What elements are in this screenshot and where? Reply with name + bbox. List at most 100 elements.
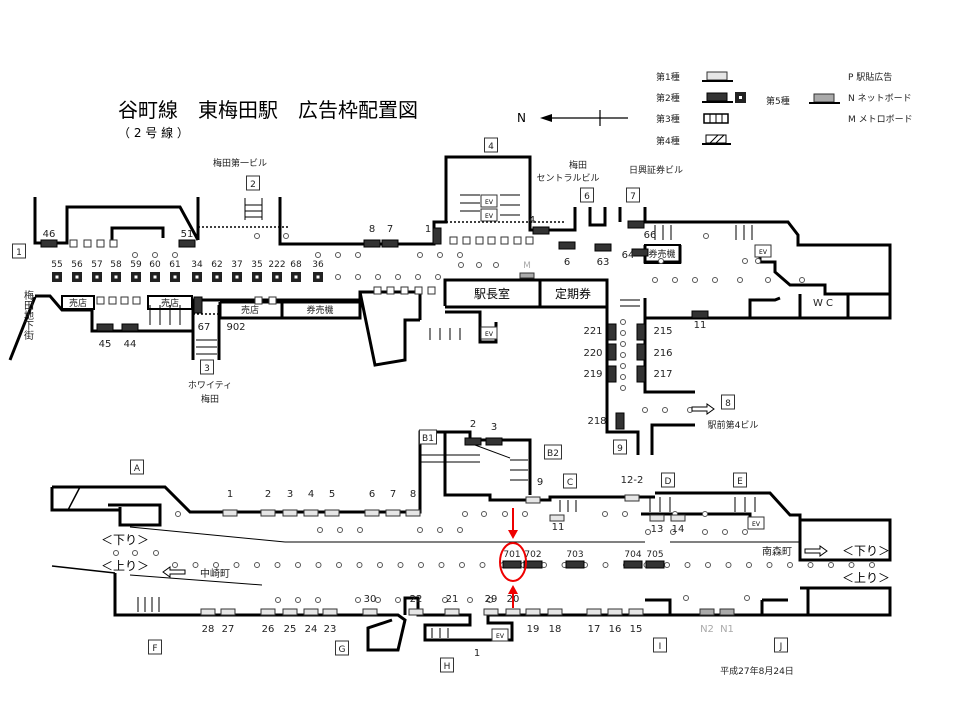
ad-slot-small[interactable] [449, 236, 458, 245]
ad-slot-18[interactable] [547, 608, 563, 616]
ad-slot-small[interactable] [462, 236, 471, 245]
building-label-chikagai: 梅田地下街 [22, 289, 34, 341]
exit-box-E [733, 472, 747, 488]
ad-slot-small[interactable] [414, 286, 423, 295]
pillar [602, 562, 609, 568]
ad-slot-46[interactable] [40, 239, 58, 248]
ad-slot-4[interactable] [532, 226, 550, 235]
ad-slot-701[interactable] [502, 560, 522, 569]
pillar [172, 562, 178, 568]
ad-slot-small[interactable] [108, 296, 117, 305]
ad-slot-7[interactable] [381, 239, 399, 248]
exit-label-4: 4 [488, 142, 494, 152]
ad-slot-703[interactable] [565, 560, 585, 569]
ad-slot-3[interactable] [282, 509, 298, 517]
ad-slot-22[interactable] [408, 608, 424, 616]
pillar [652, 277, 658, 283]
ad-slot-23[interactable] [322, 608, 338, 616]
ad-slot-8[interactable] [363, 239, 381, 248]
ad-slot-5[interactable] [324, 509, 340, 517]
ad-slot-28[interactable] [200, 608, 216, 616]
pillar [275, 597, 281, 603]
ad-slot-215[interactable] [636, 323, 646, 341]
ad-label-51: 51 [181, 229, 194, 240]
ad-slot-220[interactable] [607, 343, 617, 361]
ad-slot-small[interactable] [109, 239, 118, 248]
ad-slot-221[interactable] [607, 323, 617, 341]
direction-up-left: ＜上り＞ [101, 559, 149, 573]
ad-slot-11[interactable] [549, 514, 565, 522]
exit-label-7: 7 [630, 192, 636, 202]
ad-slot-16[interactable] [607, 608, 623, 616]
ad-slot-small[interactable] [500, 236, 509, 245]
ad-slot-12-2[interactable] [624, 494, 640, 502]
ad-slot-small[interactable] [96, 296, 105, 305]
ad-slot-small[interactable] [475, 236, 484, 245]
ad-slot-small[interactable] [400, 286, 409, 295]
ad-slot-218[interactable] [615, 412, 625, 430]
ad-slot-small[interactable] [132, 296, 141, 305]
ad-slot-3[interactable] [485, 437, 503, 446]
ad-slot-67[interactable] [193, 296, 203, 314]
ad-slot-2[interactable] [260, 509, 276, 517]
ad-slot-small[interactable] [268, 296, 277, 305]
ad-slot-25[interactable] [282, 608, 298, 616]
pillar [442, 597, 448, 603]
ad-slot-4[interactable] [303, 509, 319, 517]
ad-slot-66[interactable] [627, 220, 645, 229]
ad-slot-small[interactable] [487, 236, 496, 245]
ad-slot-15[interactable] [628, 608, 644, 616]
ad-slot-702[interactable] [523, 560, 543, 569]
ad-slot-29[interactable] [483, 608, 499, 616]
ad-slot-21[interactable] [444, 608, 460, 616]
ad-slot-small[interactable] [386, 286, 395, 295]
pillar [725, 562, 732, 568]
ad-slot-8[interactable] [405, 509, 421, 517]
north-label: N [517, 111, 526, 125]
net-board-N1[interactable] [719, 608, 735, 616]
ad-label-56: 56 [71, 260, 83, 270]
ad-slot-704[interactable] [623, 560, 643, 569]
ad-slot-217[interactable] [636, 365, 646, 383]
ad-slot-2[interactable] [464, 437, 482, 446]
ad-slot-19[interactable] [525, 608, 541, 616]
ad-slot-small[interactable] [69, 239, 78, 248]
ad-slot-small[interactable] [525, 236, 534, 245]
ad-slot-216[interactable] [636, 343, 646, 361]
ad-slot-small[interactable] [83, 239, 92, 248]
pillar [438, 562, 445, 568]
ad-slot-44[interactable] [121, 323, 139, 332]
ad-slot-219[interactable] [607, 365, 617, 383]
ad-slot-11[interactable] [691, 310, 709, 319]
ad-slot-45[interactable] [96, 323, 114, 332]
ad-slot-small[interactable] [427, 286, 436, 295]
pillar [869, 562, 875, 568]
ad-slot-26[interactable] [260, 608, 276, 616]
ad-slot-63[interactable] [594, 243, 612, 252]
ad-slot-17[interactable] [586, 608, 602, 616]
ad-slot-1[interactable] [432, 227, 442, 245]
ad-slot-30[interactable] [362, 608, 378, 616]
ad-slot-20[interactable] [505, 608, 521, 616]
ad-slot-small[interactable] [373, 286, 382, 295]
ad-slot-27[interactable] [220, 608, 236, 616]
ad-slot-51[interactable] [178, 239, 196, 248]
platform-ad-label-27: 27 [222, 624, 235, 635]
ad-slot-705[interactable] [645, 560, 665, 569]
ad-slot-7[interactable] [385, 509, 401, 517]
ad-slot-13[interactable] [649, 514, 665, 522]
net-board-N2[interactable] [699, 608, 715, 616]
exit-box-8 [721, 394, 735, 410]
ad-slot-small[interactable] [254, 296, 263, 305]
ad-slot-6[interactable] [558, 241, 576, 250]
ad-slot-14[interactable] [670, 514, 686, 522]
ad-slot-9[interactable] [525, 496, 541, 504]
ad-slot-1[interactable] [222, 509, 238, 517]
ad-slot-64[interactable] [631, 248, 649, 257]
ad-slot-24[interactable] [303, 608, 319, 616]
ad-slot-small[interactable] [120, 296, 129, 305]
ad-slot-small[interactable] [96, 239, 105, 248]
ad-slot-6[interactable] [364, 509, 380, 517]
ad-slot-small[interactable] [513, 236, 522, 245]
exit-box-G [335, 640, 349, 656]
